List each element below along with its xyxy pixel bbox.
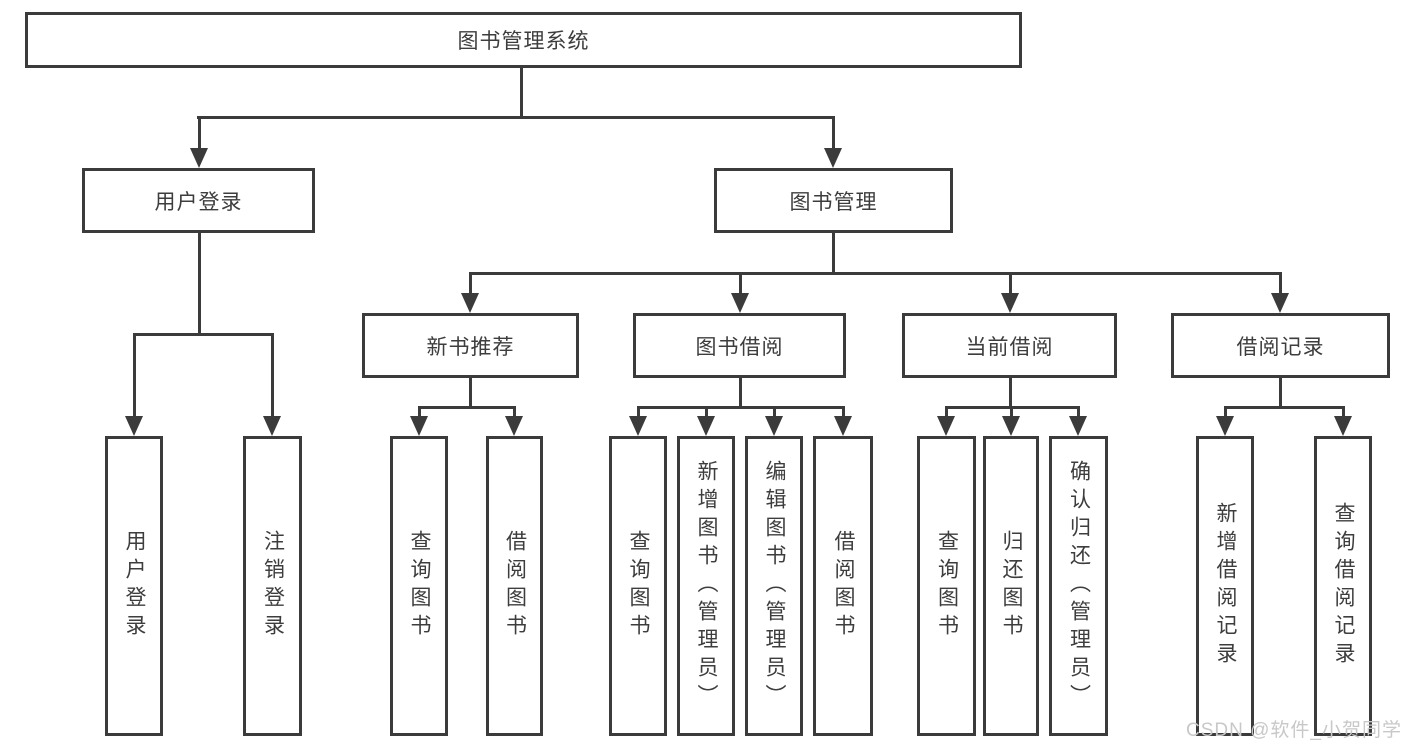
leaf-add-book-admin: 新增图书（管理员） (677, 436, 735, 736)
arrowhead-down-icon (1271, 293, 1289, 313)
leaf-return-books: 归还图书 (983, 436, 1039, 736)
connector-stem (469, 378, 472, 408)
connector-children (637, 406, 844, 409)
leaf-query-borrow-record: 查询借阅记录 (1314, 436, 1372, 736)
connector-user-login-stem (198, 233, 201, 335)
connector-stem (739, 378, 742, 408)
arrow-line (418, 406, 421, 418)
arrow-line (513, 406, 516, 418)
arrowhead-down-icon (1069, 416, 1087, 436)
arrow-line (832, 116, 835, 150)
arrowhead-down-icon (765, 416, 783, 436)
arrow-line (1342, 406, 1345, 418)
arrowhead-down-icon (834, 416, 852, 436)
arrow-line (1010, 406, 1013, 418)
leaf-borrow-books-recommend: 借阅图书 (486, 436, 543, 736)
leaf-add-borrow-record: 新增借阅记录 (1196, 436, 1254, 736)
connector-book-management-stem (832, 233, 835, 274)
arrow-line (271, 333, 274, 418)
leaf-query-books-recommend: 查询图书 (390, 436, 448, 736)
leaf-confirm-return-admin: 确认归还（管理员） (1049, 436, 1108, 736)
node-library-management-system: 图书管理系统 (25, 12, 1022, 68)
connector-root-stem (520, 68, 523, 118)
leaf-query-books-borrowing: 查询图书 (609, 436, 667, 736)
arrowhead-down-icon (190, 148, 208, 168)
arrowhead-down-icon (410, 416, 428, 436)
arrowhead-down-icon (461, 293, 479, 313)
arrowhead-down-icon (824, 148, 842, 168)
node-borrowing-records: 借阅记录 (1171, 313, 1390, 378)
leaf-user-login: 用户登录 (105, 436, 163, 736)
arrowhead-down-icon (1002, 416, 1020, 436)
arrowhead-down-icon (125, 416, 143, 436)
connector-level3 (469, 272, 1281, 275)
arrow-line (945, 406, 948, 418)
arrow-line (1224, 406, 1227, 418)
connector-stem (1279, 378, 1282, 408)
arrow-line (1009, 272, 1012, 296)
node-book-borrowing: 图书借阅 (633, 313, 846, 378)
arrow-line (739, 272, 742, 296)
leaf-edit-book-admin: 编辑图书（管理员） (745, 436, 803, 736)
arrowhead-down-icon (731, 293, 749, 313)
arrow-line (1279, 272, 1282, 296)
arrow-line (842, 406, 845, 418)
leaf-query-books-current: 查询图书 (917, 436, 976, 736)
arrowhead-down-icon (697, 416, 715, 436)
arrow-line (469, 272, 472, 296)
arrow-line (198, 116, 201, 150)
arrowhead-down-icon (1001, 293, 1019, 313)
arrowhead-down-icon (505, 416, 523, 436)
node-current-borrowing: 当前借阅 (902, 313, 1117, 378)
leaf-logout: 注销登录 (243, 436, 302, 736)
connector-level2 (197, 116, 834, 119)
node-new-book-recommend: 新书推荐 (362, 313, 579, 378)
arrowhead-down-icon (1216, 416, 1234, 436)
connector-children (418, 406, 515, 409)
arrowhead-down-icon (629, 416, 647, 436)
arrowhead-down-icon (263, 416, 281, 436)
node-user-login: 用户登录 (82, 168, 315, 233)
connector-user-login-children (133, 333, 273, 336)
connector-children (1224, 406, 1344, 409)
node-book-management: 图书管理 (714, 168, 953, 233)
arrow-line (133, 333, 136, 418)
leaf-borrow-books-borrowing: 借阅图书 (813, 436, 873, 736)
arrow-line (637, 406, 640, 418)
connector-stem (1009, 378, 1012, 408)
arrow-line (705, 406, 708, 418)
arrowhead-down-icon (1334, 416, 1352, 436)
arrow-line (773, 406, 776, 418)
arrow-line (1077, 406, 1080, 418)
csdn-watermark: CSDN @软件_小贺同学 (1186, 720, 1402, 741)
arrowhead-down-icon (937, 416, 955, 436)
